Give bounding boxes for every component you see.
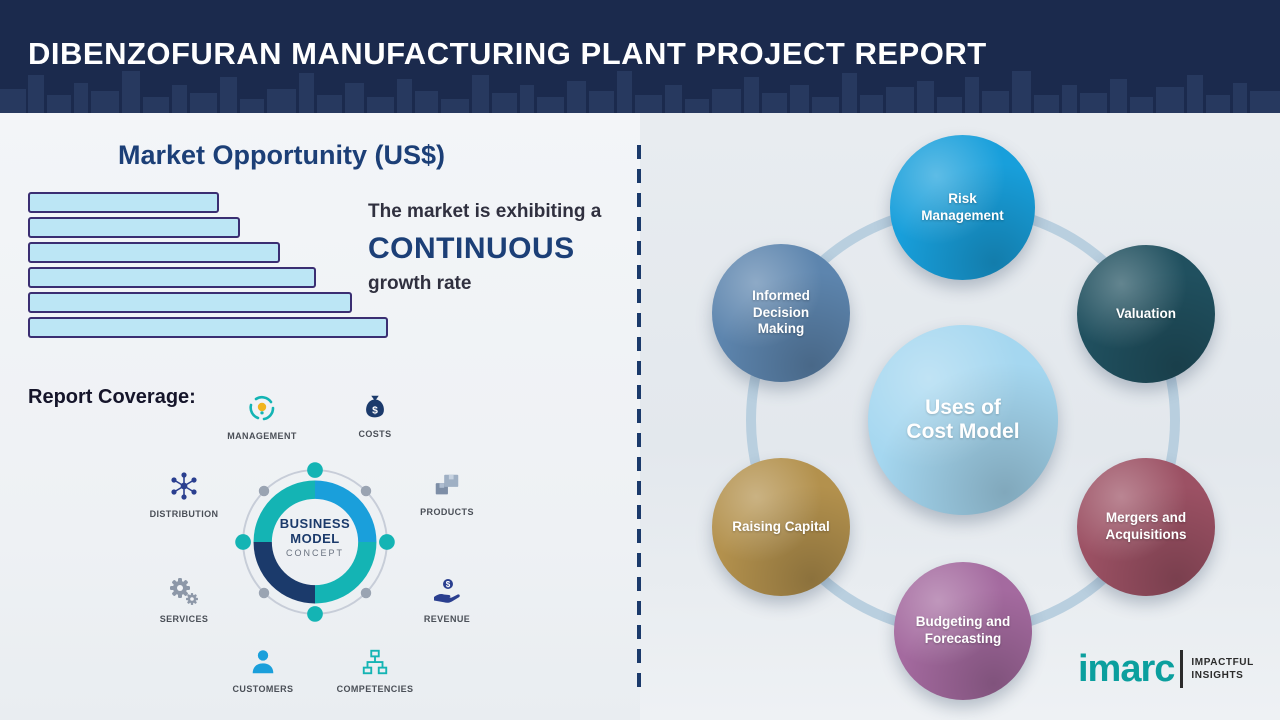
city-skyline-graphic [0,71,1280,113]
bar [28,242,280,263]
business-model-center-text: BUSINESS MODEL CONCEPT [265,516,365,558]
cost-model-center-line2: Cost Model [906,420,1020,443]
cost-model-diagram: Uses of Cost Model Risk Management Valua… [640,115,1280,720]
bar [28,192,219,213]
bm-item-distribution: DISTRIBUTION [139,470,229,519]
bm-item-customers: CUSTOMERS [218,647,308,694]
bar [28,292,352,313]
cost-node-label: Risk Management [921,190,1004,223]
money-bag-icon: $ [366,395,384,418]
bar [28,267,316,288]
page-title: DIBENZOFURAN MANUFACTURING PLANT PROJECT… [28,36,987,71]
cost-node-label: Raising Capital [732,518,830,534]
gears-icon [170,578,199,605]
org-chart-icon [362,649,388,675]
growth-statement-line2: CONTINUOUS [368,232,575,265]
cost-model-center: Uses of Cost Model [868,325,1058,515]
market-opportunity-title: Market Opportunity (US$) [118,140,446,170]
boxes-icon [435,474,459,495]
market-bar-chart [28,192,388,342]
bm-item-label: COMPETENCIES [336,684,414,694]
network-icon [171,472,197,500]
cost-node-raising-capital: Raising Capital [712,458,850,596]
business-model-word3: CONCEPT [285,548,344,558]
cost-node-label: Valuation [1115,305,1176,321]
growth-statement-line1: The market is exhibiting a [368,201,602,222]
imarc-logo: imarc IMPACTFUL INSIGHTS [1078,650,1254,688]
bm-item-costs: $ COSTS [330,392,420,439]
bm-item-label: SERVICES [159,614,209,624]
business-model-word1: BUSINESS [279,516,351,531]
bm-item-label: COSTS [358,429,392,439]
bm-item-label: MANAGEMENT [227,431,297,441]
bar [28,317,388,338]
cost-node-risk-management: Risk Management [890,135,1035,280]
svg-text:$: $ [372,406,378,417]
cost-node-label: Informed Decision Making [752,287,810,337]
imarc-logo-divider [1180,650,1184,688]
bm-item-label: REVENUE [423,614,471,624]
business-model-word2: MODEL [290,531,340,546]
cost-node-label: Mergers and Acquisitions [1105,510,1187,542]
bm-item-label: PRODUCTS [420,507,474,517]
growth-statement-line3: growth rate [368,273,472,294]
management-icon [249,395,275,421]
bm-item-label: DISTRIBUTION [149,509,219,519]
header-banner: DIBENZOFURAN MANUFACTURING PLANT PROJECT… [0,0,1280,113]
cost-node-budgeting-forecasting: Budgeting and Forecasting [894,562,1032,700]
bm-item-competencies: COMPETENCIES [330,647,420,694]
bm-item-management: MANAGEMENT [217,392,307,441]
growth-statement: The market is exhibiting a CONTINUOUS gr… [368,201,638,295]
section-divider [637,145,641,690]
cost-node-informed-decision-making: Informed Decision Making [712,244,850,382]
hand-coin-icon: $ [434,579,460,603]
cost-model-center-line1: Uses of [925,396,1001,419]
bm-item-revenue: $ REVENUE [402,575,492,624]
cost-node-mergers-acquisitions: Mergers and Acquisitions [1077,458,1215,596]
bm-item-label: CUSTOMERS [232,684,294,694]
svg-text:$: $ [446,580,451,589]
business-model-diagram: BUSINESS MODEL CONCEPT MANAGEMENT $ COST… [148,392,484,714]
bm-item-products: PRODUCTS [402,470,492,517]
report-coverage-label: Report Coverage: [28,386,196,408]
imarc-wordmark: imarc [1078,648,1175,690]
imarc-tagline: IMPACTFUL INSIGHTS [1191,656,1253,683]
bm-item-services: SERVICES [139,575,229,624]
bar [28,217,240,238]
imarc-tagline-line2: INSIGHTS [1191,670,1244,681]
person-icon [252,650,274,674]
cost-node-label: Budgeting and Forecasting [915,614,1011,646]
cost-node-valuation: Valuation [1077,245,1215,383]
business-model-ring-graphic [235,462,395,622]
imarc-tagline-line1: IMPACTFUL [1191,656,1254,668]
